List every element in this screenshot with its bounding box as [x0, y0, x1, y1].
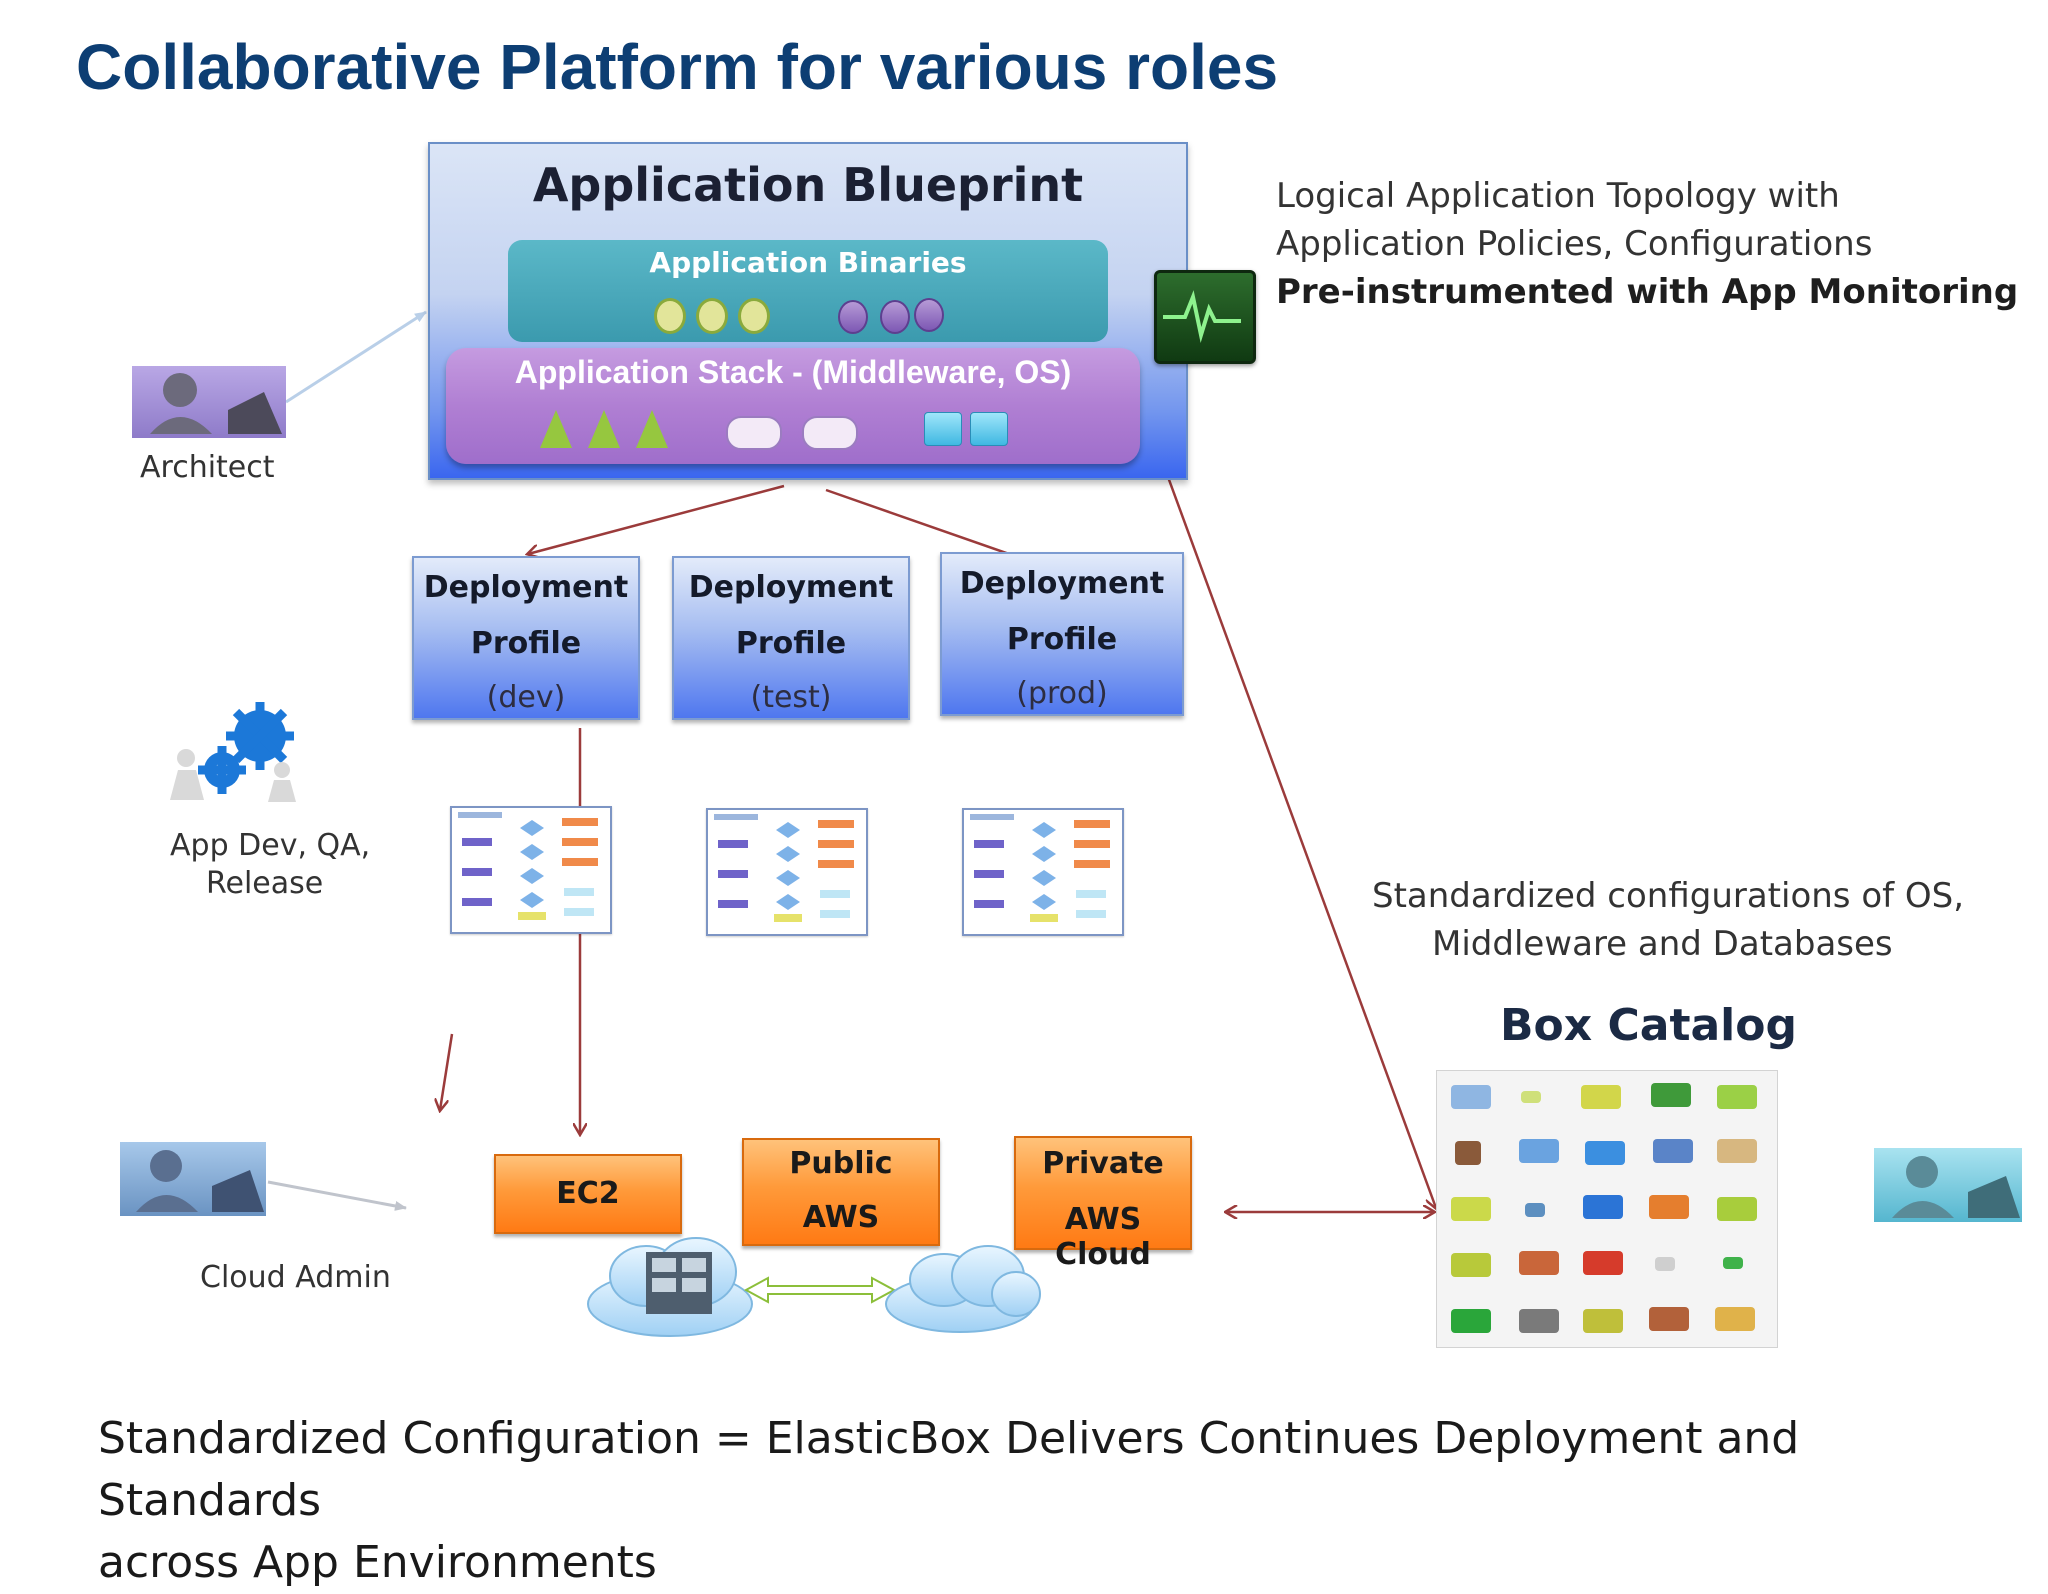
- profile-line-2: Profile: [1006, 622, 1118, 657]
- ec2-target: EC2: [494, 1154, 682, 1234]
- catalog-box-icon: [1581, 1085, 1621, 1109]
- box-catalog-title: Box Catalog: [1500, 1000, 1797, 1051]
- catalog-box-icon: [1717, 1197, 1757, 1221]
- profile-env: (dev): [486, 680, 566, 715]
- catalog-box-icon: [1451, 1253, 1491, 1277]
- server-cloud-icon: [587, 1237, 753, 1337]
- catalog-box-icon: [1649, 1195, 1689, 1219]
- flowchart-thumbnail-prod: [962, 808, 1124, 936]
- appdev-label-line-1: App Dev, QA,: [170, 828, 371, 863]
- catalog-box-icon: [1717, 1139, 1757, 1163]
- binary-green-icon: [738, 298, 770, 334]
- topology-line-1: Logical Application Topology with: [1276, 176, 1840, 216]
- catalog-box-icon: [1715, 1307, 1755, 1331]
- catalog-box-icon: [1525, 1203, 1545, 1217]
- binary-purple-icon: [838, 300, 868, 334]
- architect-label: Architect: [140, 450, 275, 485]
- appdev-label-line-2: Release: [206, 866, 324, 901]
- profile-env: (prod): [1016, 676, 1108, 711]
- right-user-avatar: [1874, 1148, 2022, 1222]
- catalog-box-icon: [1455, 1141, 1481, 1165]
- catalog-box-icon: [1653, 1139, 1693, 1163]
- profile-line-2: Profile: [735, 626, 847, 661]
- cloud-admin-avatar: [120, 1142, 266, 1216]
- catalog-box-icon: [1651, 1083, 1691, 1107]
- catalog-box-icon: [1583, 1251, 1623, 1275]
- cloud-icon: [885, 1245, 1041, 1333]
- catalog-box-icon: [1451, 1197, 1491, 1221]
- catalog-box-icon: [1583, 1309, 1623, 1333]
- application-blueprint: Application Blueprint Application Binari…: [428, 142, 1188, 480]
- deployment-profile-prod: Deployment Profile (prod): [940, 552, 1184, 716]
- bottom-line-1: Standardized Configuration = ElasticBox …: [98, 1413, 1800, 1526]
- catalog-box-icon: [1521, 1091, 1541, 1103]
- flowchart-thumbnail-test: [706, 808, 868, 936]
- catalog-box-icon: [1519, 1139, 1559, 1163]
- box-catalog-grid: [1436, 1070, 1778, 1348]
- public-aws-target: Public AWS: [742, 1138, 940, 1246]
- catalog-desc-line-2: Middleware and Databases: [1432, 924, 1893, 964]
- profile-env: (test): [750, 680, 832, 715]
- bottom-statement: Standardized Configuration = ElasticBox …: [98, 1408, 1998, 1594]
- deployment-profile-dev: Deployment Profile (dev): [412, 556, 640, 720]
- app-monitoring-icon: [1154, 270, 1256, 364]
- private-aws-cloud-target: Private AWS Cloud: [1014, 1136, 1192, 1272]
- binary-purple-icon: [914, 298, 944, 332]
- catalog-box-icon: [1655, 1257, 1675, 1271]
- page-title: Collaborative Platform for various roles: [76, 31, 1279, 103]
- double-arrow-icon: [743, 1276, 897, 1304]
- public-label-line-1: Public: [789, 1146, 893, 1181]
- private-label-line-1: Private: [1042, 1146, 1164, 1181]
- os-cube-icon: [924, 412, 962, 446]
- stray-arrow: [440, 1033, 454, 1110]
- profile-line-2: Profile: [470, 626, 582, 661]
- profile-line-1: Deployment: [688, 570, 894, 605]
- binaries-label: Application Binaries: [649, 246, 967, 279]
- middleware-pill-icon: [802, 416, 858, 450]
- application-binaries: Application Binaries: [508, 240, 1108, 342]
- triangle-icon: [540, 410, 572, 448]
- private-label-line-2: AWS Cloud: [1055, 1202, 1151, 1272]
- binary-green-icon: [654, 298, 686, 334]
- catalog-box-icon: [1649, 1307, 1689, 1331]
- deployment-profile-test: Deployment Profile (test): [672, 556, 910, 720]
- ec2-label: EC2: [556, 1176, 620, 1211]
- profile-line-1: Deployment: [959, 566, 1165, 601]
- catalog-box-icon: [1717, 1085, 1757, 1109]
- gears-icon: [156, 700, 306, 804]
- cloud-admin-arrow: [267, 1180, 407, 1211]
- catalog-box-icon: [1585, 1141, 1625, 1165]
- cloud-illustration: [587, 1237, 1041, 1337]
- os-cube-icon: [970, 412, 1008, 446]
- topology-line-2: Application Policies, Configurations: [1276, 224, 1873, 264]
- profile-line-1: Deployment: [423, 570, 629, 605]
- cloud-admin-label: Cloud Admin: [200, 1260, 391, 1295]
- catalog-box-icon: [1583, 1195, 1623, 1219]
- binary-green-icon: [696, 298, 728, 334]
- binary-purple-icon: [880, 300, 910, 334]
- catalog-box-icon: [1451, 1085, 1491, 1109]
- application-stack: Application Stack - (Middleware, OS): [446, 348, 1140, 464]
- middleware-pill-icon: [726, 416, 782, 450]
- blueprint-to-dev-arrow: [528, 484, 785, 554]
- catalog-box-icon: [1451, 1309, 1491, 1333]
- catalog-box-icon: [1519, 1251, 1559, 1275]
- stack-label: Application Stack - (Middleware, OS): [514, 354, 1072, 390]
- public-label-line-2: AWS: [802, 1200, 880, 1235]
- triangle-icon: [588, 410, 620, 448]
- triangle-icon: [636, 410, 668, 448]
- catalog-box-icon: [1519, 1309, 1559, 1333]
- catalog-to-blueprint-arrow: [1142, 406, 1436, 1208]
- flowchart-thumbnail-dev: [450, 806, 612, 934]
- catalog-desc-line-1: Standardized configurations of OS,: [1372, 876, 1965, 916]
- blueprint-title: Application Blueprint: [532, 158, 1084, 212]
- bottom-line-2: across App Environments: [98, 1537, 657, 1588]
- architect-avatar: [132, 366, 286, 438]
- catalog-box-icon: [1723, 1257, 1743, 1269]
- blueprint-to-prod-arrow: [825, 488, 1032, 562]
- topology-line-3: Pre-instrumented with App Monitoring: [1276, 272, 2019, 312]
- architect-arrow: [285, 310, 427, 404]
